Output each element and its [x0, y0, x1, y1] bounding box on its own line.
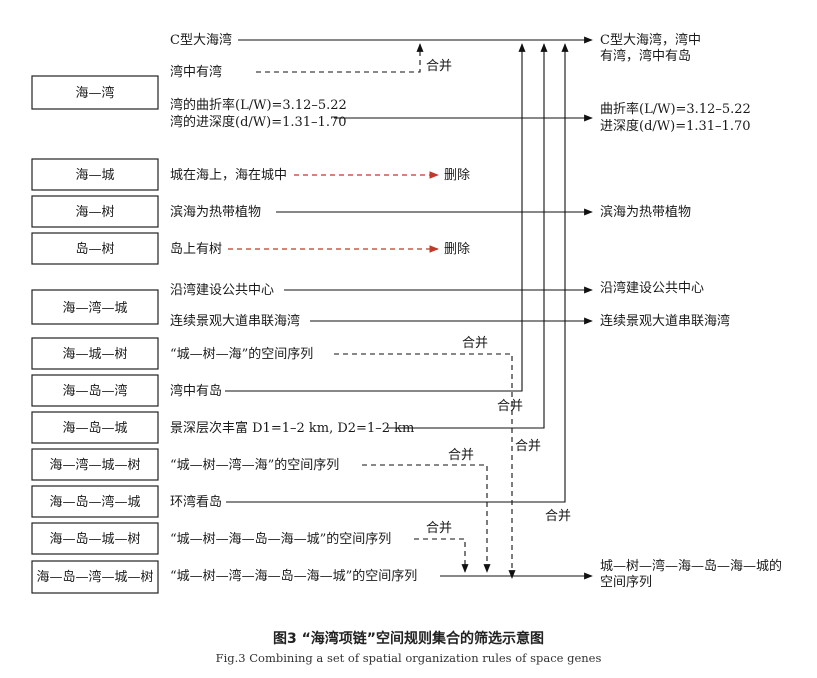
merge-arrow-island-in-bay — [225, 43, 526, 392]
merge-label-6: 合并 — [545, 509, 571, 524]
rule-trees-on-island: 岛上有树 — [170, 241, 222, 257]
figure-caption-cn: 图3 “海湾项链”空间规则集合的筛选示意图 — [272, 631, 545, 647]
svg-text:海—湾—城—树: 海—湾—城—树 — [49, 457, 140, 473]
rule-view-island: 环湾看岛 — [170, 494, 222, 510]
rule-island-in-bay: 湾中有岛 — [170, 383, 222, 399]
rule-seq-island: “城—树—海—岛—海—城”的空间序列 — [170, 531, 391, 547]
result-bay-line2: 有湾，湾中有岛 — [600, 48, 691, 64]
gene-box-haidaocheng: 海—岛—城 — [31, 411, 159, 444]
gene-box-haidaowan: 海—岛—湾 — [31, 374, 159, 407]
svg-text:海—树: 海—树 — [75, 205, 114, 220]
merge-arrow-seq-bay — [362, 464, 491, 573]
result-public-center: 沿湾建设公共中心 — [600, 280, 704, 296]
gene-box-haidaowancheng: 海—岛—湾—城 — [31, 485, 159, 518]
gene-box-haicheng: 海—城 — [31, 158, 159, 191]
rule-depth-of-view: 景深层次丰富 D1=1–2 km, D2=1–2 km — [170, 420, 414, 436]
rule-c-bay: C型大海湾 — [170, 32, 232, 48]
figure-caption-en: Fig.3 Combining a set of spatial organiz… — [215, 651, 602, 665]
rule-public-center: 沿湾建设公共中心 — [170, 282, 274, 298]
svg-text:海—城: 海—城 — [75, 168, 114, 183]
svg-text:海—湾: 海—湾 — [75, 85, 114, 101]
merge-label-3: 合并 — [497, 399, 523, 414]
merge-label-4: 合并 — [515, 439, 541, 454]
rule-seq-full: “城—树—湾—海—岛—海—城”的空间序列 — [170, 568, 417, 584]
gene-box-haiwanchengshu: 海—湾—城—树 — [31, 448, 159, 481]
result-sinuosity: 曲折率(L/W)=3.12–5.22 — [600, 101, 751, 117]
svg-text:岛—树: 岛—树 — [75, 241, 114, 257]
rule-bay-in-bay: 湾中有湾 — [170, 64, 222, 80]
rule-tropical-plants: 滨海为热带植物 — [170, 204, 261, 220]
gene-box-haidaowanchengshu: 海—岛—湾—城—树 — [31, 560, 159, 594]
result-bay-line1: C型大海湾，湾中 — [600, 32, 701, 48]
gene-box-haidaochengshu: 海—岛—城—树 — [31, 522, 159, 555]
svg-text:海—湾—城: 海—湾—城 — [62, 300, 127, 316]
gene-box-haiwan: 海—湾 — [31, 75, 159, 110]
svg-text:海—岛—城—树: 海—岛—城—树 — [49, 531, 140, 547]
rule-depth-ratio: 湾的进深度(d/W)=1.31–1.70 — [170, 114, 347, 130]
svg-text:海—岛—湾—城—树: 海—岛—湾—城—树 — [36, 569, 153, 585]
gene-box-haichengshu: 海—城—树 — [31, 337, 159, 370]
merge-arrow-seq-island — [414, 538, 469, 573]
rule-filter-diagram: 海—湾 海—城 海—树 岛—树 海—湾—城 海—城—树 海—岛—湾 海—岛—城 … — [31, 32, 782, 594]
result-tropical: 滨海为热带植物 — [600, 204, 691, 220]
merge-arrow-depth-of-view — [386, 43, 548, 429]
rule-seq-city-tree-bay-sea: “城—树—湾—海”的空间序列 — [170, 457, 339, 473]
rule-city-on-sea: 城在海上，海在城中 — [170, 168, 287, 183]
merge-label-2: 合并 — [462, 336, 488, 351]
rule-seq-city-tree-sea: “城—树—海”的空间序列 — [170, 346, 313, 362]
svg-text:海—城—树: 海—城—树 — [62, 347, 127, 362]
result-sequence-line2: 空间序列 — [600, 575, 652, 590]
delete-label-2: 删除 — [444, 242, 470, 257]
merge-label-1: 合并 — [426, 59, 452, 74]
result-depth: 进深度(d/W)=1.31–1.70 — [600, 118, 751, 134]
svg-text:海—岛—城: 海—岛—城 — [62, 420, 127, 436]
merge-arrow-bay-in-bay — [256, 43, 424, 73]
gene-box-daoshu: 岛—树 — [31, 232, 159, 265]
rule-scenic-avenue: 连续景观大道串联海湾 — [170, 313, 300, 329]
svg-text:海—岛—湾: 海—岛—湾 — [62, 383, 127, 399]
merge-arrow-view-island — [226, 43, 569, 503]
rule-sinuosity: 湾的曲折率(L/W)=3.12–5.22 — [170, 97, 347, 113]
gene-box-haishu: 海—树 — [31, 195, 159, 228]
delete-label-1: 删除 — [444, 168, 470, 183]
result-sequence-line1: 城—树—湾—海—岛—海—城的 — [600, 558, 782, 574]
svg-text:海—岛—湾—城: 海—岛—湾—城 — [49, 494, 140, 510]
gene-box-haiwancheng: 海—湾—城 — [31, 289, 159, 325]
result-avenue: 连续景观大道串联海湾 — [600, 313, 730, 329]
merge-label-5: 合并 — [448, 448, 474, 463]
merge-label-7: 合并 — [426, 521, 452, 536]
